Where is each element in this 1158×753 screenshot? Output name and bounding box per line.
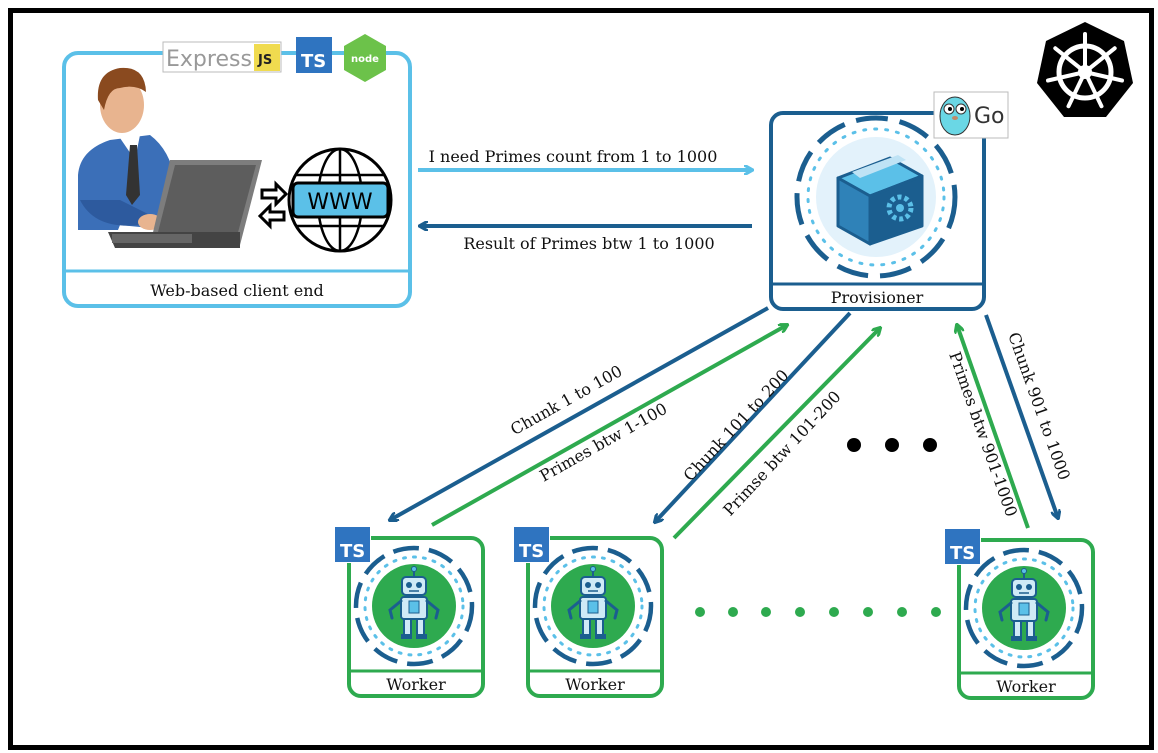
worker-label-2: Worker xyxy=(565,675,625,694)
client-label: Web-based client end xyxy=(150,281,324,300)
go-gopher-badge: Go xyxy=(933,91,1009,139)
primes-label-worker-3: Primes btw 901-1000 xyxy=(945,349,1021,519)
typescript-logo: TS xyxy=(296,37,332,73)
worker-box-1: Worker TS xyxy=(334,526,485,698)
globe-www-icon: WWW xyxy=(287,147,393,253)
workers-layer: Worker TS Worker TS Worker TS xyxy=(334,526,1095,700)
request-label: I need Primes count from 1 to 1000 xyxy=(429,147,718,166)
chunk-arrow-worker-1: Chunk 1 to 100 xyxy=(390,306,769,520)
svg-text:node: node xyxy=(351,54,379,65)
nodejs-logo: node xyxy=(344,34,386,82)
worker-label-3: Worker xyxy=(996,677,1056,696)
primes-label-worker-2: Primse btw 101-200 xyxy=(719,387,844,519)
exchange-arrows-icon xyxy=(257,180,289,230)
user-at-laptop-illustration xyxy=(78,67,262,248)
request-arrow: I need Primes count from 1 to 1000 xyxy=(418,147,752,170)
provisioner-icon xyxy=(794,115,958,279)
worker-box-2: Worker TS xyxy=(513,526,664,698)
typescript-badge-2: TS xyxy=(513,526,550,563)
worker-row-ellipsis xyxy=(695,607,941,617)
provisioner-label: Provisioner xyxy=(831,288,924,307)
result-arrow: Result of Primes btw 1 to 1000 xyxy=(420,226,752,253)
worker-box-3: Worker TS xyxy=(944,528,1095,700)
typescript-badge-3: TS xyxy=(944,528,981,565)
svg-text:TS: TS xyxy=(340,541,365,562)
svg-text:TS: TS xyxy=(519,541,544,562)
robot-icon-3 xyxy=(963,547,1085,669)
result-label: Result of Primes btw 1 to 1000 xyxy=(463,234,714,253)
robot-icon-1 xyxy=(353,545,475,667)
robot-icon-2 xyxy=(532,545,654,667)
svg-text:TS: TS xyxy=(950,543,975,564)
js-logo: JS xyxy=(257,53,272,68)
express-logo: Express JS xyxy=(162,41,282,73)
svg-text:TS: TS xyxy=(301,51,326,72)
svg-text:Express: Express xyxy=(166,47,252,72)
kubernetes-icon xyxy=(1037,22,1133,117)
typescript-badge-1: TS xyxy=(334,526,371,563)
worker-label-1: Worker xyxy=(386,675,446,694)
www-text: WWW xyxy=(307,190,373,215)
svg-text:Go: Go xyxy=(974,104,1005,129)
primes-arrow-worker-2: Primse btw 101-200 xyxy=(672,328,880,540)
more-workers-ellipsis xyxy=(847,438,937,452)
